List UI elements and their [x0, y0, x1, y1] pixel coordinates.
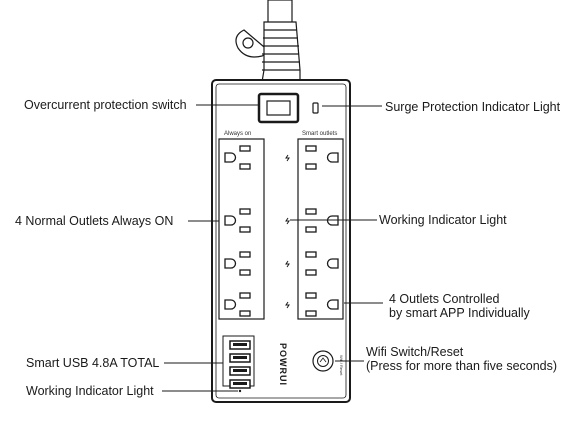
overcurrent-switch-callout: Overcurrent protection switch	[24, 98, 187, 112]
slot-hole	[239, 163, 251, 170]
surge-indicator-callout: Surge Protection Indicator Light	[385, 100, 561, 114]
ground-hole	[224, 215, 237, 226]
outlet	[305, 292, 339, 317]
usb-port-tongue	[233, 369, 247, 372]
usb-port-tongue	[233, 382, 247, 385]
wifi-reset-button[interactable]	[312, 350, 334, 372]
outlet	[305, 145, 339, 170]
slot-hole	[239, 226, 251, 233]
ground-hole	[326, 152, 339, 163]
outlet	[305, 208, 339, 233]
slot-hole	[305, 269, 317, 276]
wifi-callout-line1: Wifi Switch/Reset	[366, 345, 464, 359]
ground-hole	[326, 215, 339, 226]
always-on-outlets	[224, 145, 251, 317]
usb-port-tongue	[233, 343, 247, 346]
slot-hole	[239, 145, 251, 152]
slot-hole	[305, 292, 317, 299]
slot-hole	[305, 251, 317, 258]
smart-outlets-callout-line2: by smart APP Individually	[389, 306, 530, 320]
normal-outlets-callout: 4 Normal Outlets Always ON	[15, 214, 174, 228]
wifi-reset-small-label: Wifi / Reset	[339, 355, 344, 376]
working-indicator-light	[285, 301, 290, 309]
always-on-label: Always on	[224, 131, 251, 137]
outlet	[224, 208, 251, 233]
ground-hole	[224, 258, 237, 269]
power-cord	[235, 0, 301, 83]
leader-lines	[162, 104, 383, 392]
working-indicator-outlets-callout: Working Indicator Light	[379, 213, 507, 227]
slot-hole	[239, 251, 251, 258]
outlet	[305, 251, 339, 276]
smart-outlets-label: Smart outlets	[302, 131, 337, 137]
slot-hole	[305, 145, 317, 152]
slot-hole	[305, 310, 317, 317]
smart-outlet-panel	[297, 138, 344, 320]
always-on-outlet-panel	[218, 138, 265, 320]
slot-hole	[305, 208, 317, 215]
power-strip-body	[211, 79, 351, 403]
outlet	[224, 251, 251, 276]
working-indicator-light	[285, 260, 290, 268]
slot-hole	[239, 269, 251, 276]
working-indicator-light	[285, 154, 290, 162]
working-indicator-lights	[285, 154, 290, 309]
smart-outlets	[305, 145, 339, 317]
wifi-callout-line2: (Press for more than five seconds)	[366, 359, 558, 373]
working-indicator-light	[285, 217, 290, 225]
ground-hole	[326, 299, 339, 310]
brand-logo: POWRUI	[278, 343, 288, 386]
usb-working-indicator-light	[238, 389, 242, 393]
smart-outlets-callout-line1: 4 Outlets Controlled	[389, 292, 500, 306]
outlet	[224, 145, 251, 170]
overcurrent-switch[interactable]	[257, 92, 300, 124]
slot-hole	[239, 208, 251, 215]
usb-ports	[229, 340, 251, 389]
slot-hole	[239, 310, 251, 317]
outlet	[224, 292, 251, 317]
ground-hole	[326, 258, 339, 269]
slot-hole	[305, 163, 317, 170]
slot-hole	[239, 292, 251, 299]
ground-hole	[224, 299, 237, 310]
ground-hole	[224, 152, 237, 163]
usb-callout: Smart USB 4.8A TOTAL	[26, 356, 160, 370]
surge-indicator-light	[312, 102, 319, 114]
usb-port-tongue	[233, 356, 247, 359]
working-indicator-usb-callout: Working Indicator Light	[26, 384, 154, 398]
slot-hole	[305, 226, 317, 233]
